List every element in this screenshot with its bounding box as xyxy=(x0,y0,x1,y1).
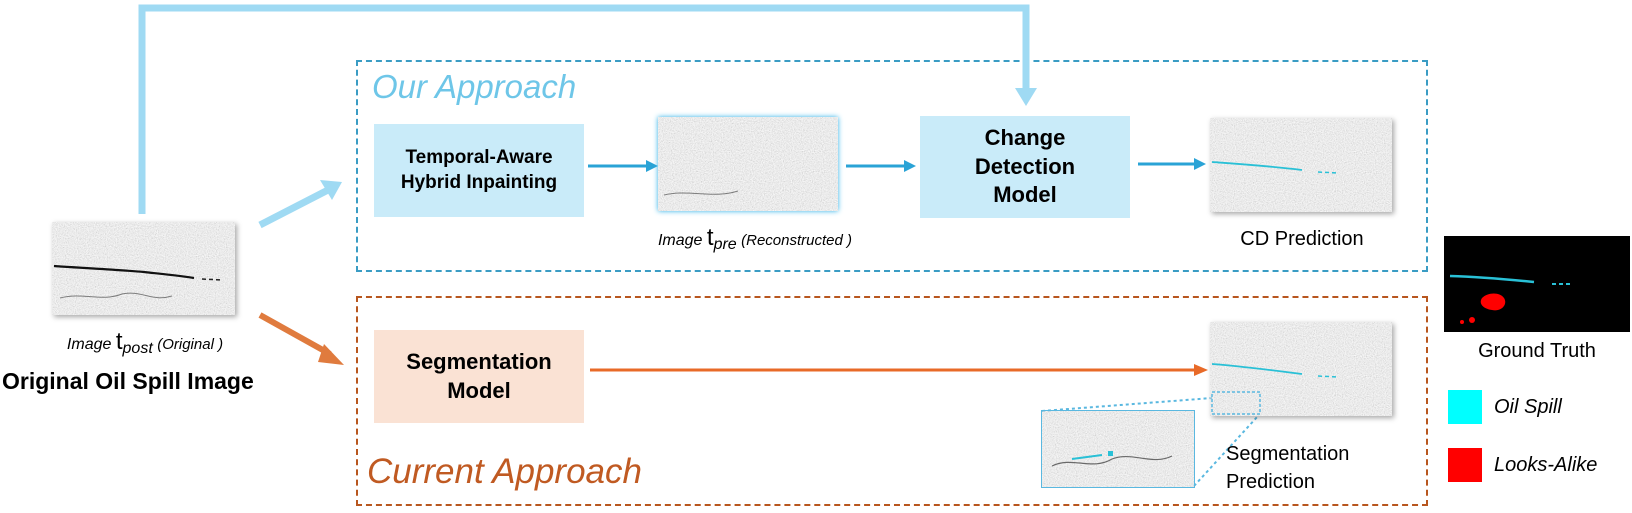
change-detection-box: Change Detection Model xyxy=(920,116,1130,218)
ground-truth-label: Ground Truth xyxy=(1478,340,1596,362)
reconstructed-image-label: Image tpre (Reconstructed ) xyxy=(657,224,853,254)
cd-prediction-label: CD Prediction xyxy=(1240,228,1364,250)
reconstructed-image xyxy=(658,117,838,211)
seg-to-prediction-arrowhead xyxy=(1194,364,1208,376)
current-approach-frame xyxy=(356,296,1428,506)
segmentation-prediction-image xyxy=(1210,322,1392,416)
recon-to-cd-arrowhead xyxy=(904,160,916,172)
inpainting-box: Temporal-Aware Hybrid Inpainting xyxy=(374,124,584,217)
ground-truth-image xyxy=(1444,236,1630,332)
cd-to-prediction-arrowhead xyxy=(1194,158,1206,170)
skip-arrowhead xyxy=(1015,88,1037,106)
input-to-ours-arrow xyxy=(258,186,330,229)
segmentation-prediction-label: Segmentation Prediction xyxy=(1226,443,1350,493)
input-to-current-arrow xyxy=(258,312,332,357)
legend-looks-alike-label: Looks-Alike xyxy=(1494,454,1598,476)
zoom-line-bottom xyxy=(1193,415,1259,487)
skip-connection-arrow xyxy=(138,4,1030,214)
zoom-line-top xyxy=(1041,397,1213,412)
legend-oil-spill-swatch xyxy=(1448,390,1482,424)
segmentation-box: Segmentation Model xyxy=(374,330,584,423)
cd-prediction-image xyxy=(1210,118,1392,212)
input-image-label: Image tpost (Original ) xyxy=(66,328,224,358)
input-to-ours-arrowhead xyxy=(320,180,342,200)
current-approach-title: Current Approach xyxy=(367,452,642,491)
our-approach-title: Our Approach xyxy=(372,68,577,105)
legend-looks-alike-swatch xyxy=(1448,448,1482,482)
our-approach-frame xyxy=(356,60,1428,272)
inpaint-to-recon-arrowhead xyxy=(646,160,658,172)
zoomed-inset-image xyxy=(1041,410,1195,488)
input-caption: Original Oil Spill Image xyxy=(2,368,254,394)
input-to-current-arrowhead xyxy=(318,344,344,365)
legend-oil-spill-label: Oil Spill xyxy=(1494,396,1562,418)
input-sar-image xyxy=(52,222,235,315)
